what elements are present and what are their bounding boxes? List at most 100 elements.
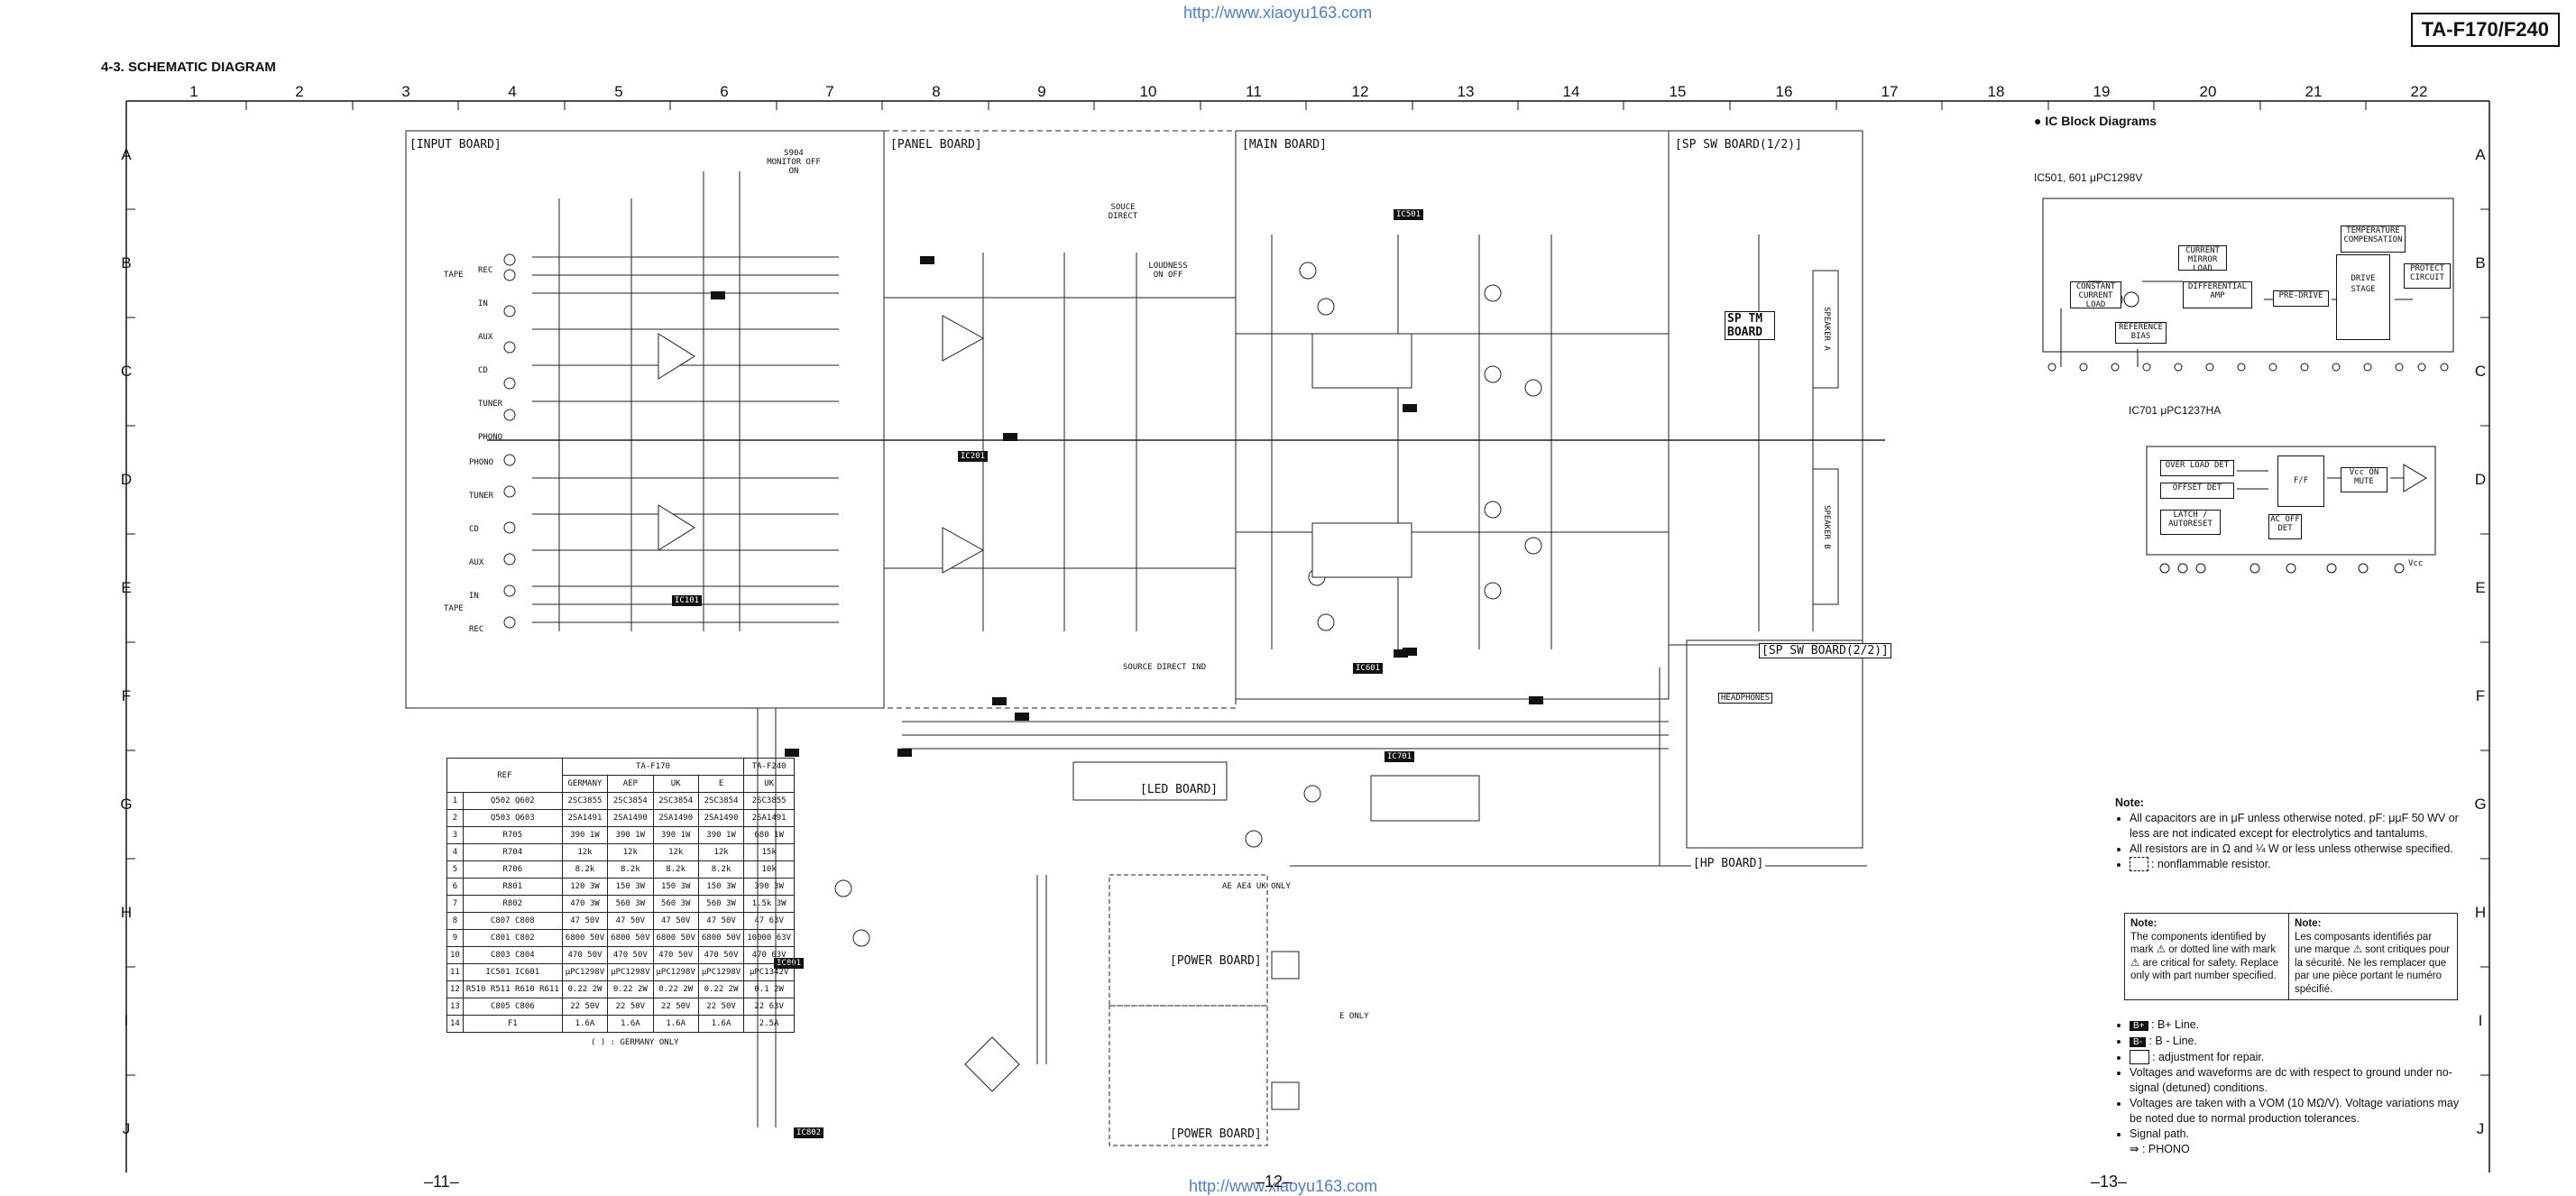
ic101-label: IC101: [672, 595, 703, 606]
parts-table-container: REF TA-F170 TA-F240 GERMANY AEP UK E UK …: [446, 758, 796, 1047]
input-labels-top: REC IN AUX CD TUNER PHONO: [478, 266, 503, 442]
safety-note-en: Note: The components identified by mark …: [2124, 913, 2289, 1000]
col-label: 19: [2093, 83, 2111, 100]
table-header-model-a: TA-F170: [561, 758, 745, 776]
col-label: 11: [1246, 83, 1262, 100]
row-label: B: [2475, 254, 2486, 271]
col-label: 3: [401, 83, 410, 100]
flip-flop-block: F/F: [2277, 455, 2324, 507]
source-direct-label: SOUCE DIRECT: [1108, 203, 1138, 221]
col-label: 13: [1457, 83, 1475, 100]
ic201-label: IC201: [958, 451, 989, 462]
col-label: 10: [1139, 83, 1157, 100]
note-item: : adjustment for repair.: [2130, 1050, 2467, 1065]
col-label: 21: [2305, 83, 2323, 100]
ic802-label: IC802: [794, 1127, 824, 1138]
page-number-13: –13–: [2091, 1173, 2128, 1191]
sp-sw-board-2-label: [SP SW BOARD(2/2)]: [1759, 643, 1891, 658]
table-header-cell: UK: [652, 775, 699, 793]
speaker-a-label: SPEAKER A: [1822, 307, 1831, 351]
table-header-model-b: TA-F240: [743, 758, 796, 776]
col-label: 2: [295, 83, 304, 100]
note-item: Voltages and waveforms are dc with respe…: [2130, 1065, 2467, 1096]
col-label: 20: [2199, 83, 2217, 100]
col-label: 7: [825, 83, 834, 100]
constant-current-block: CONSTANT CURRENT LOAD: [2070, 281, 2121, 309]
col-label: 1: [189, 83, 198, 100]
ic701-block-diagram: OVER LOAD DET OFFSET DET LATCH / AUTORES…: [2142, 433, 2440, 577]
col-label: 15: [1669, 83, 1687, 100]
table-header-cell: AEP: [607, 775, 654, 793]
tape-label-top: TAPE: [444, 271, 464, 280]
notes-section-2: B+ : B+ Line. B- : B - Line. : adjustmen…: [2115, 1017, 2467, 1157]
page-number-12: –12–: [1256, 1173, 1293, 1191]
column-ruler: 1 2 3 4 5 6 7 8 9 10 11 12 13 14 15 16 1…: [0, 83, 2576, 103]
section-title: 4-3. SCHEMATIC DIAGRAM: [101, 60, 276, 75]
offset-det-block: OFFSET DET: [2160, 483, 2234, 499]
note-item: All capacitors are in μF unless otherwis…: [2130, 811, 2467, 842]
differential-amp-block: DIFFERENTIAL AMP: [2183, 281, 2252, 308]
parts-table: REF TA-F170 TA-F240 GERMANY AEP UK E UK …: [446, 758, 796, 1033]
col-label: 17: [1881, 83, 1899, 100]
row-label: H: [2474, 904, 2487, 921]
latch-autoreset-block: LATCH / AUTORESET: [2160, 510, 2221, 535]
b-minus-symbol: B-: [2130, 1037, 2146, 1047]
row-label: D: [2474, 471, 2487, 488]
page-number-11: –11–: [424, 1173, 459, 1191]
temperature-compensation-block: TEMPERATURE COMPENSATION: [2341, 225, 2406, 253]
signal-path-arrow-icon: ⇛: [2130, 1143, 2142, 1155]
notes-list: All capacitors are in μF unless otherwis…: [2115, 811, 2467, 872]
power-board-label-2: [POWER BOARD]: [1168, 1127, 1264, 1141]
ac-off-det-block: AC OFF DET: [2268, 514, 2302, 539]
safety-note-fr: Note: Les composants identifiés par une …: [2288, 913, 2458, 1000]
row-label: C: [2474, 363, 2487, 380]
input-board-label: [INPUT BOARD]: [408, 138, 503, 152]
table-header-cell: E: [697, 775, 745, 793]
vcc-label: Vcc: [2408, 559, 2424, 568]
current-mirror-block: CURRENT MIRROR LOAD: [2178, 245, 2227, 273]
col-label: 14: [1562, 83, 1580, 100]
table-footnote: ( ) : GERMANY ONLY: [591, 1038, 679, 1047]
ic501-block-diagram: TEMPERATURE COMPENSATION CURRENT MIRROR …: [2034, 191, 2462, 372]
notes-title: Note:: [2115, 796, 2144, 809]
col-label: 22: [2410, 83, 2428, 100]
e-only-label: E ONLY: [1339, 1012, 1369, 1021]
sp-sw-board-1-label: [SP SW BOARD(1/2)]: [1673, 138, 1804, 152]
panel-board-label: [PANEL BOARD]: [888, 138, 984, 152]
note-item: Voltages are taken with a VOM (10 MΩ/V).…: [2130, 1096, 2467, 1127]
row-label: G: [2474, 796, 2487, 813]
table-header-ref: REF: [446, 758, 563, 793]
table-header-cell: GERMANY: [561, 775, 609, 793]
protect-circuit-block: PROTECT CIRCUIT: [2404, 263, 2451, 289]
row-label: I: [2478, 1012, 2483, 1029]
note-item: : nonflammable resistor.: [2130, 857, 2467, 872]
over-load-det-block: OVER LOAD DET: [2160, 460, 2234, 476]
note-item: B+ : B+ Line.: [2130, 1017, 2467, 1034]
monitor-switch-label: S904 MONITOR OFF ON: [767, 149, 821, 176]
tape-label-bottom: TAPE: [444, 604, 464, 613]
adjustment-symbol-icon: [2130, 1050, 2149, 1064]
col-label: 5: [614, 83, 623, 100]
col-label: 9: [1037, 83, 1046, 100]
note-item: All resistors are in Ω and ¼ W or less u…: [2130, 842, 2467, 857]
row-label: A: [2475, 146, 2486, 163]
ae-uk-only-label: AE AE4 UK ONLY: [1222, 882, 1291, 891]
nonflammable-symbol-icon: [2130, 857, 2148, 871]
note-item: Signal path.: [2130, 1127, 2467, 1142]
hp-board-label: [HP BOARD]: [1691, 857, 1766, 870]
watermark-bottom: http://www.xiaoyu163.com: [1189, 1177, 1378, 1195]
